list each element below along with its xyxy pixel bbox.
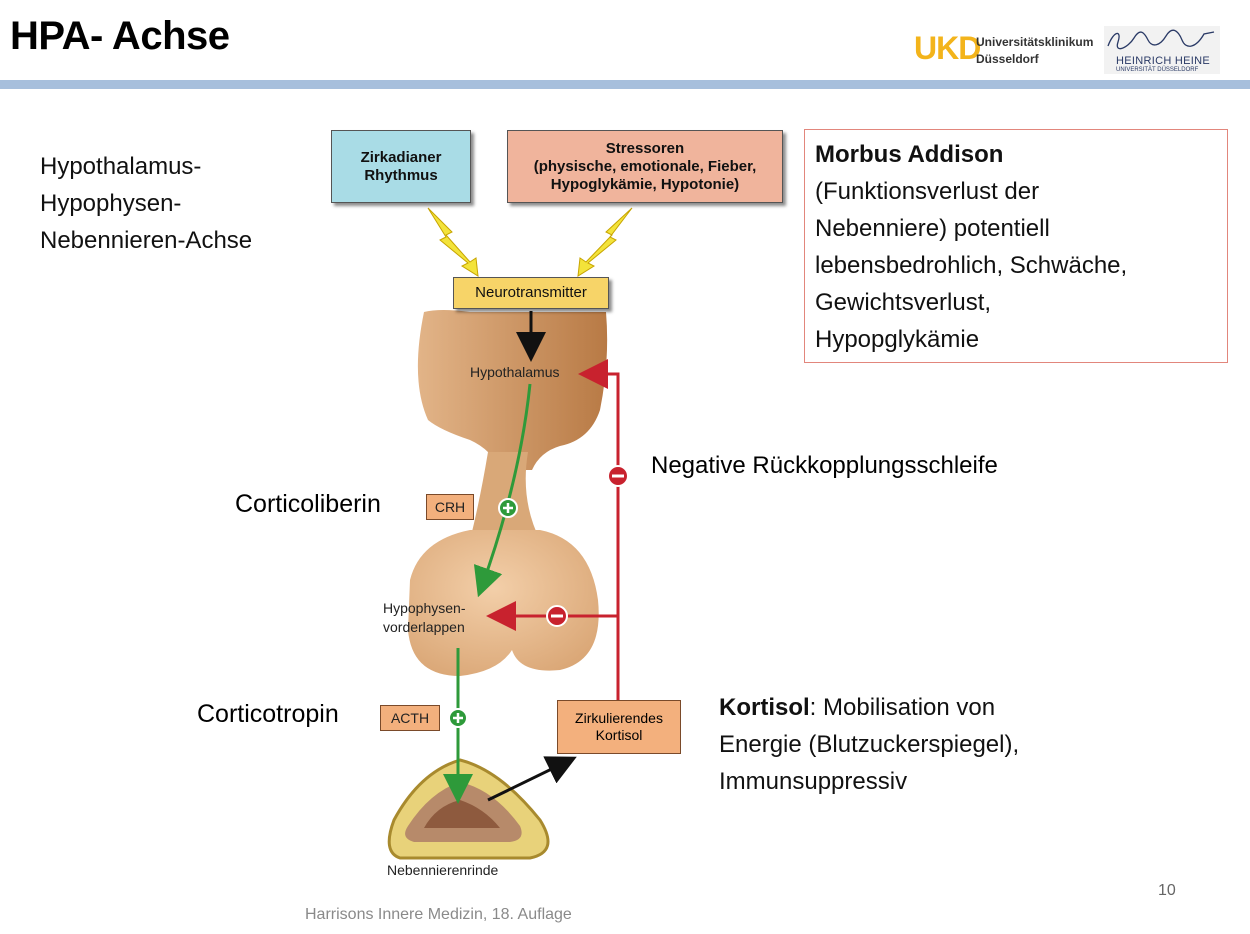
zirk-line2: Rhythmus [364, 166, 438, 184]
zk-line2: Kortisol [595, 727, 643, 743]
corticoliberin-label: Corticoliberin [235, 490, 381, 518]
hhu-logo-line2: UNIVERSITÄT DÜSSELDORF [1116, 67, 1199, 73]
zirk-line1: Zirkadianer [360, 148, 442, 166]
kortisol-line2: Energie (Blutzuckerspiegel), [719, 731, 1020, 758]
lightning-bolt-right [577, 207, 633, 277]
ukd-logo-mark: UKD [914, 30, 981, 66]
morbus-addison-box: Morbus Addison (Funktionsverlust der Neb… [804, 129, 1228, 363]
ukd-logo-line2: Düsseldorf [976, 52, 1039, 66]
ukd-logo-line1: Universitätsklinikum [976, 35, 1094, 49]
corticotropin-label: Corticotropin [197, 700, 339, 728]
kortisol-line1: : Mobilisation von [809, 694, 996, 721]
lightning-bolt-left [427, 207, 479, 277]
morbus-line1: (Funktionsverlust der [815, 178, 1040, 205]
adrenal-medulla [424, 800, 500, 828]
arrow-hypothalamus-hvl [473, 383, 532, 598]
morbus-line4: Gewichtsverlust, [815, 289, 992, 316]
hhu-logo-line1: HEINRICH HEINE [1116, 55, 1211, 67]
page-title: HPA- Achse [10, 14, 230, 58]
crh-tag: CRH [426, 494, 474, 520]
arrow-adrenal-kortisol [487, 756, 577, 802]
stress-line2: (physische, emotionale, Fieber, [533, 157, 757, 175]
axis-description-line3: Nebennieren-Achse [40, 227, 253, 254]
negative-feedback-label: Negative Rückkopplungsschleife [651, 452, 998, 479]
header-divider [0, 80, 1250, 89]
page-number: 10 [1158, 882, 1176, 899]
zk-line1: Zirkulierendes [575, 710, 663, 726]
stress-line1: Stressoren [605, 139, 685, 157]
axis-description-line1: Hypothalamus- [40, 153, 202, 180]
feedback-line [578, 359, 620, 700]
stressoren-box: Stressoren(physische, emotionale, Fieber… [507, 130, 783, 203]
hhu-logo [1104, 26, 1220, 74]
kortisol-description: Kortisol: Mobilisation von Energie (Blut… [719, 689, 1119, 800]
axis-description-line2: Hypophysen- [40, 190, 182, 217]
pituitary-stalk [470, 452, 540, 540]
hypothalamus-label: Hypothalamus [470, 364, 560, 380]
morbus-line3: lebensbedrohlich, Schwäche, [815, 252, 1128, 279]
hvl-label-line2: vorderlappen [383, 619, 465, 635]
morbus-addison-heading: Morbus Addison [815, 141, 1004, 168]
source-citation: Harrisons Innere Medizin, 18. Auflage [305, 906, 572, 923]
neurotransmitter-box: Neurotransmitter [453, 277, 609, 309]
morbus-line5: Hypopglykämie [815, 326, 980, 353]
axis-description: Hypothalamus- Hypophysen- Nebennieren-Ac… [40, 148, 340, 259]
hvl-label-line1: Hypophysen- [383, 600, 466, 616]
signature-icon [1107, 29, 1215, 50]
nebennierenrinde-label: Nebennierenrinde [387, 862, 499, 878]
stress-line3: Hypoglykämie, Hypotonie) [550, 175, 740, 193]
kortisol-bold: Kortisol [719, 694, 810, 721]
morbus-line2: Nebenniere) potentiell [815, 215, 1050, 242]
kortisol-line3: Immunsuppressiv [719, 768, 908, 795]
hypothalamus-shape [417, 310, 608, 470]
acth-tag: ACTH [380, 705, 440, 731]
